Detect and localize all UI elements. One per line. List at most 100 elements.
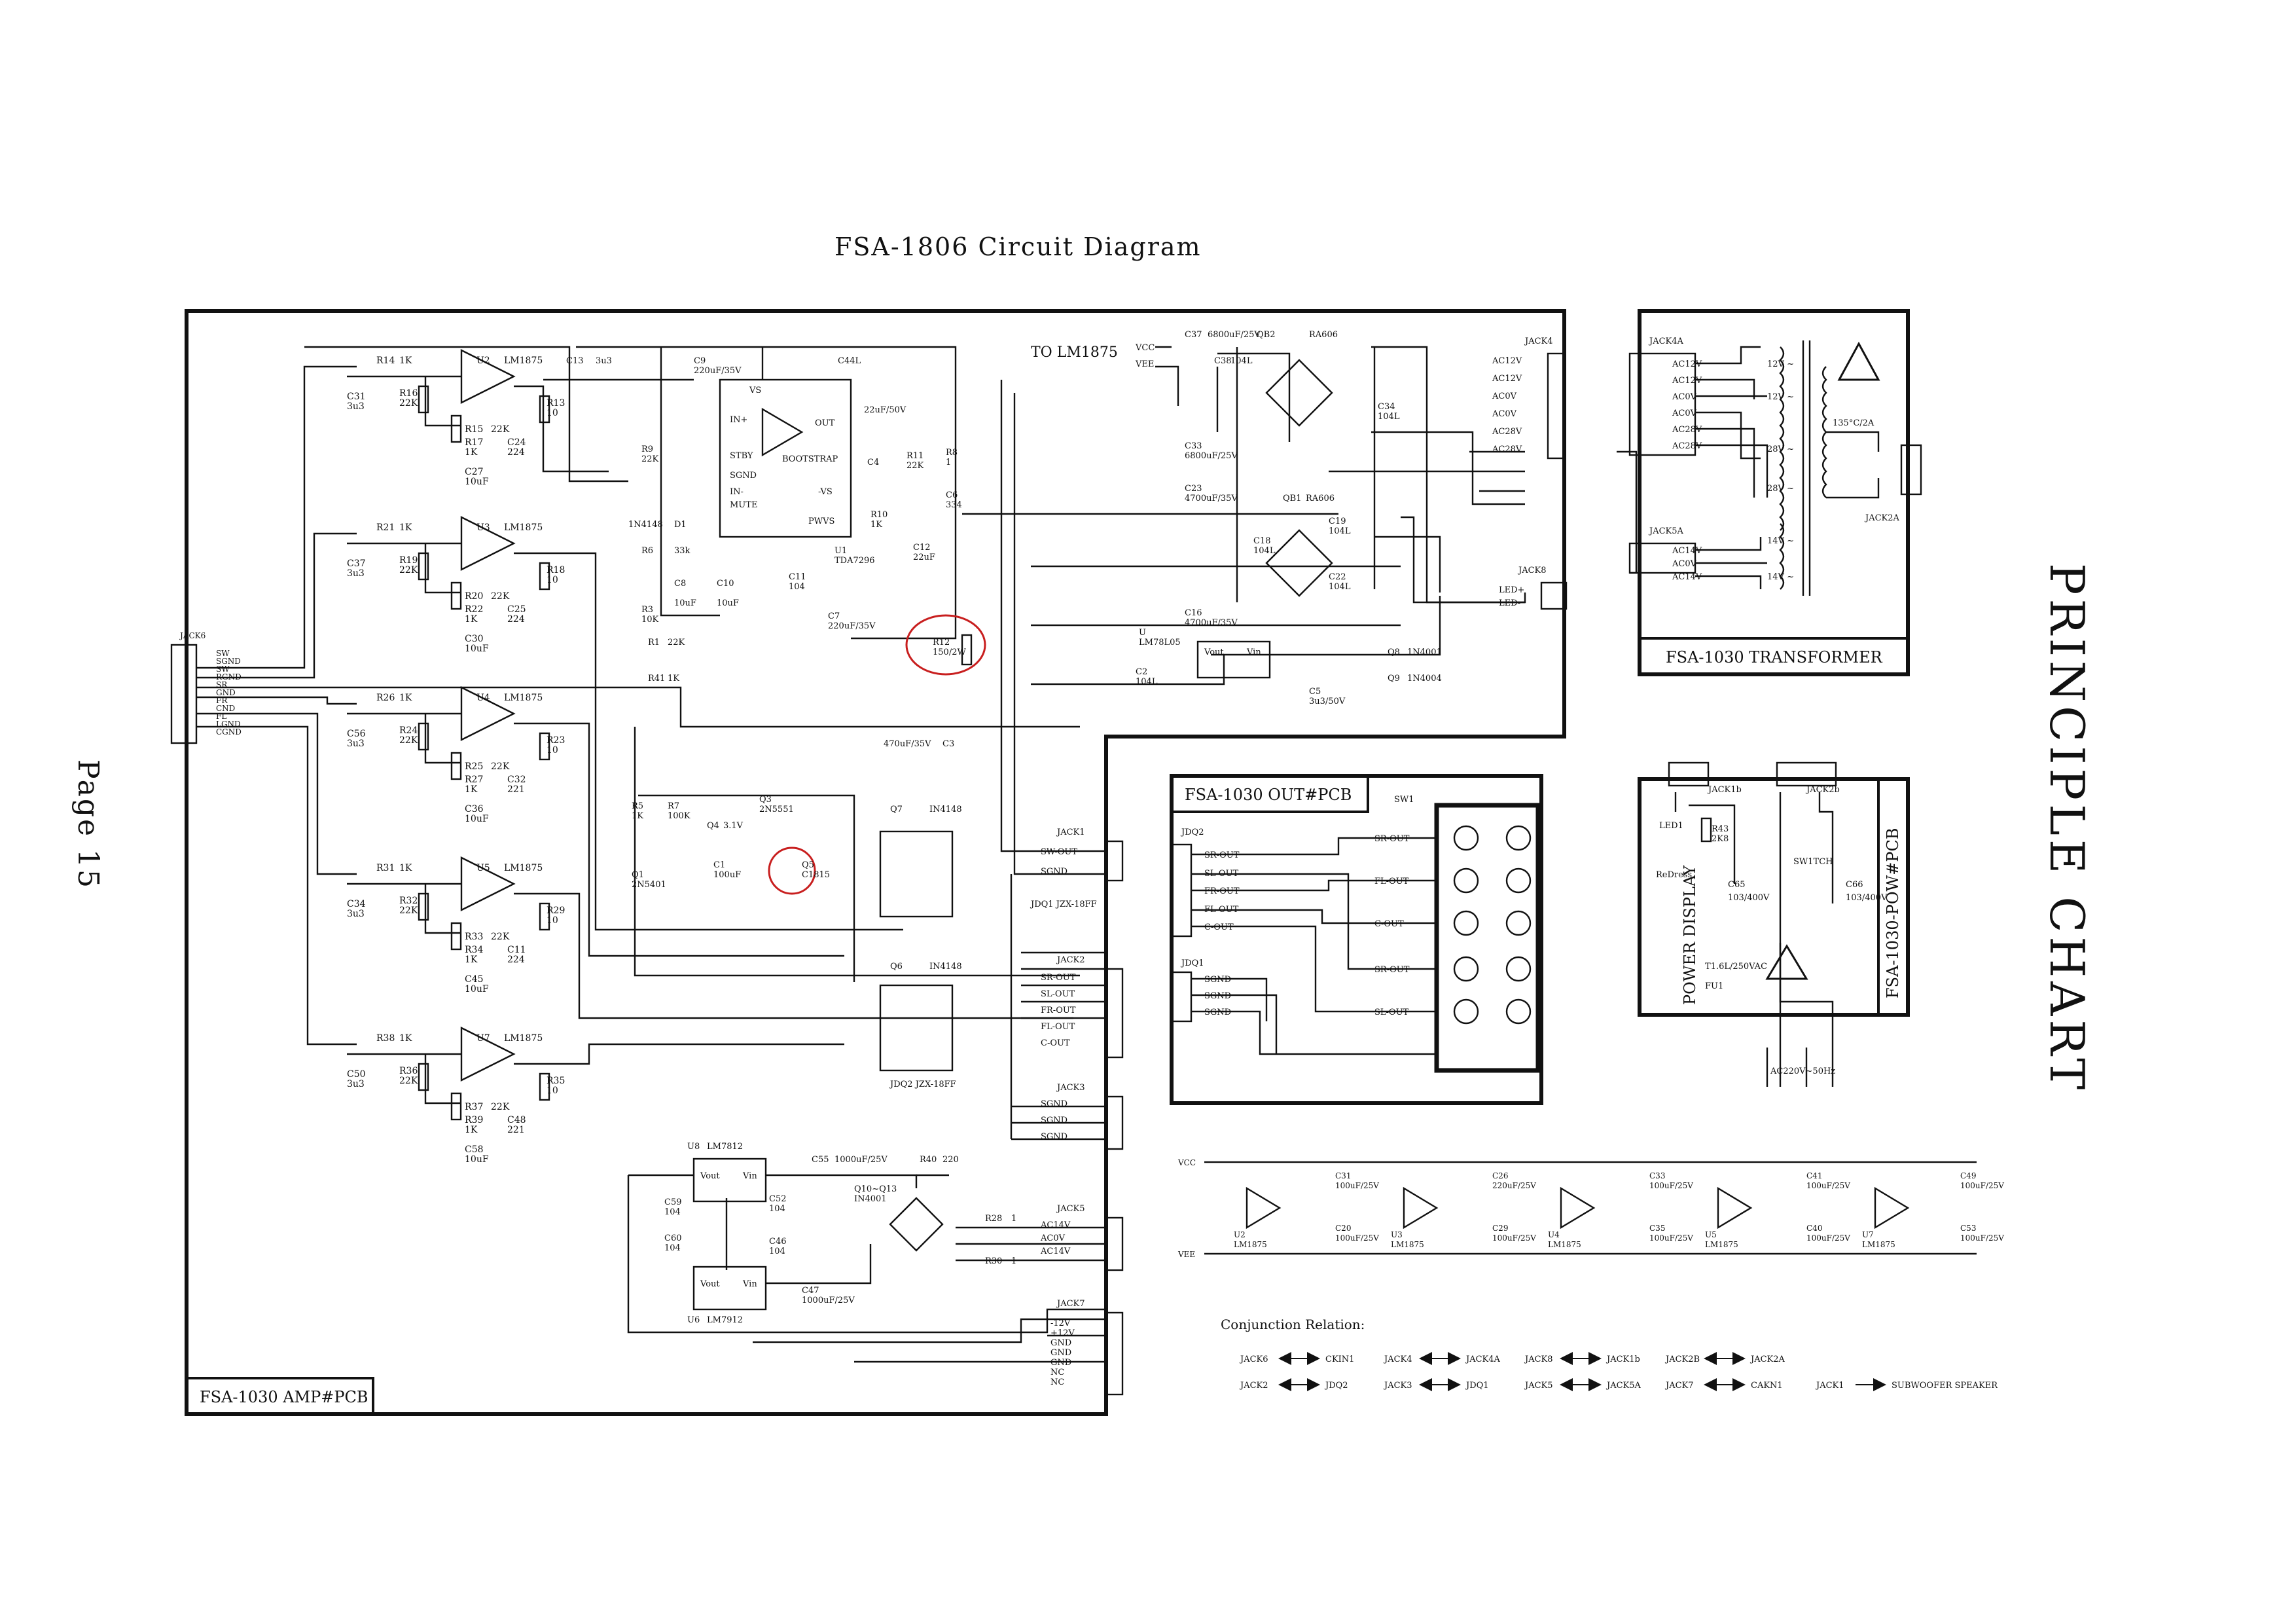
svg-text:C50: C50 [347, 1069, 366, 1080]
svg-text:SR-OUT: SR-OUT [1374, 834, 1410, 844]
svg-text:JACK1b: JACK1b [1707, 785, 1742, 795]
svg-text:C44L: C44L [838, 356, 861, 366]
svg-text:R20: R20 [465, 591, 483, 602]
svg-text:100uF/25V: 100uF/25V [1960, 1233, 2004, 1243]
svg-text:C66: C66 [1846, 880, 1863, 890]
svg-text:R11: R11 [906, 451, 924, 461]
svg-text:FL: FL [216, 712, 226, 721]
svg-text:R24: R24 [399, 725, 418, 736]
svg-text:1K: 1K [399, 863, 412, 873]
svg-text:104L: 104L [1378, 412, 1400, 422]
svg-text:104: 104 [769, 1247, 785, 1256]
svg-text:SGND: SGND [1204, 1008, 1231, 1017]
svg-text:104: 104 [664, 1207, 681, 1217]
svg-text:1: 1 [946, 458, 951, 467]
svg-text:LM1875: LM1875 [504, 693, 543, 703]
svg-text:100uF/25V: 100uF/25V [1492, 1233, 1536, 1243]
svg-text:4700uF/35V: 4700uF/35V [1185, 494, 1238, 503]
svg-text:SW: SW [216, 665, 230, 674]
svg-text:10uF: 10uF [465, 477, 489, 487]
svg-text:Q1: Q1 [632, 870, 644, 880]
svg-text:22K: 22K [491, 761, 510, 772]
svg-text:RGND: RGND [216, 672, 242, 682]
svg-text:IN4148: IN4148 [929, 962, 962, 972]
svg-text:AC0V: AC0V [1492, 409, 1517, 419]
svg-text:U7: U7 [476, 1033, 490, 1044]
svg-text:R15: R15 [465, 424, 483, 435]
page-number: Page 15 [71, 759, 105, 890]
svg-text:C3: C3 [942, 739, 954, 749]
svg-text:SGND: SGND [1041, 1132, 1067, 1142]
svg-text:PWVS: PWVS [808, 517, 834, 526]
svg-text:JACK2A: JACK2A [1749, 1355, 1785, 1364]
svg-text:C13: C13 [566, 356, 584, 366]
svg-text:JACK8: JACK8 [1517, 566, 1547, 575]
svg-text:1K: 1K [668, 674, 679, 684]
svg-text:R34: R34 [465, 945, 483, 955]
svg-text:U7: U7 [1862, 1230, 1874, 1239]
svg-text:C22: C22 [1329, 572, 1346, 582]
svg-text:Vin: Vin [742, 1171, 757, 1181]
svg-text:MUTE: MUTE [730, 500, 757, 510]
svg-text:BOOTSTRAP: BOOTSTRAP [782, 454, 838, 464]
svg-text:R30: R30 [985, 1256, 1002, 1266]
svg-text:3.1V: 3.1V [723, 821, 744, 831]
svg-text:SGND: SGND [1041, 1099, 1067, 1109]
svg-text:14V ~: 14V ~ [1767, 536, 1794, 546]
svg-text:220: 220 [942, 1155, 959, 1165]
svg-text:C9: C9 [694, 356, 706, 366]
svg-text:IN-: IN- [730, 487, 744, 497]
svg-text:JDQ2 JZX-18FF: JDQ2 JZX-18FF [889, 1080, 956, 1089]
svg-text:221: 221 [507, 784, 525, 795]
svg-text:C40: C40 [1806, 1224, 1822, 1233]
svg-text:U8: U8 [687, 1142, 700, 1152]
svg-text:FSA-1030-POW#PCB: FSA-1030-POW#PCB [1884, 828, 1902, 998]
svg-text:RA606: RA606 [1306, 494, 1335, 503]
svg-text:10K: 10K [641, 615, 659, 625]
svg-text:334: 334 [946, 500, 962, 510]
svg-text:R18: R18 [547, 565, 565, 575]
svg-text:SGND: SGND [1041, 867, 1067, 877]
svg-text:22K: 22K [399, 905, 418, 916]
svg-text:Q5: Q5 [802, 860, 814, 870]
svg-text:NC: NC [1050, 1377, 1064, 1387]
svg-text:C-OUT: C-OUT [1204, 922, 1234, 932]
svg-text:6800uF/25V: 6800uF/25V [1185, 451, 1238, 461]
svg-text:C27: C27 [465, 467, 484, 477]
svg-text:QB2: QB2 [1257, 330, 1275, 340]
out-pcb-labels: SW1 JDQ2 SR-OUT SL-OUT FR-OUT FL-OUT C-O… [1180, 795, 1414, 1017]
opamp-stage [347, 349, 550, 443]
svg-text:JACK6: JACK6 [1239, 1355, 1268, 1364]
svg-text:C7: C7 [828, 611, 840, 621]
svg-text:U5: U5 [476, 863, 490, 873]
svg-text:U2: U2 [476, 356, 490, 366]
svg-text:C56: C56 [347, 729, 366, 739]
opamp-stages [347, 349, 550, 1121]
svg-text:TDA7296: TDA7296 [834, 556, 875, 566]
opamp-stage [347, 686, 550, 780]
svg-text:C45: C45 [465, 974, 484, 985]
svg-text:R35: R35 [547, 1076, 565, 1086]
svg-text:IN4148: IN4148 [929, 805, 962, 814]
svg-text:100uF/25V: 100uF/25V [1960, 1181, 2004, 1190]
svg-text:AC28V: AC28V [1672, 425, 1702, 435]
svg-text:100uF/25V: 100uF/25V [1649, 1181, 1693, 1190]
svg-text:JACK2B: JACK2B [1664, 1355, 1700, 1364]
svg-text:104L: 104L [1230, 356, 1253, 366]
svg-text:10uF: 10uF [717, 598, 739, 608]
svg-text:AC14V: AC14V [1040, 1247, 1071, 1256]
svg-text:SW1TCH: SW1TCH [1793, 857, 1833, 867]
svg-text:R22: R22 [465, 604, 483, 615]
svg-text:C48: C48 [507, 1115, 526, 1125]
svg-text:JACK4: JACK4 [1383, 1355, 1412, 1364]
svg-text:1000uF/25V: 1000uF/25V [834, 1155, 888, 1165]
svg-text:224: 224 [507, 955, 525, 965]
svg-text:C60: C60 [664, 1233, 682, 1243]
svg-text:Q10~Q13: Q10~Q13 [854, 1184, 897, 1194]
svg-text:JACK4A: JACK4A [1465, 1355, 1501, 1364]
transformer-labels: JACK4A AC12V AC12V AC0V AC0V AC28V AC28V… [1648, 337, 1900, 582]
svg-text:QB1: QB1 [1283, 494, 1301, 503]
svg-text:R40: R40 [920, 1155, 937, 1165]
svg-text:C25: C25 [507, 604, 526, 615]
svg-text:AC28V: AC28V [1492, 445, 1522, 454]
